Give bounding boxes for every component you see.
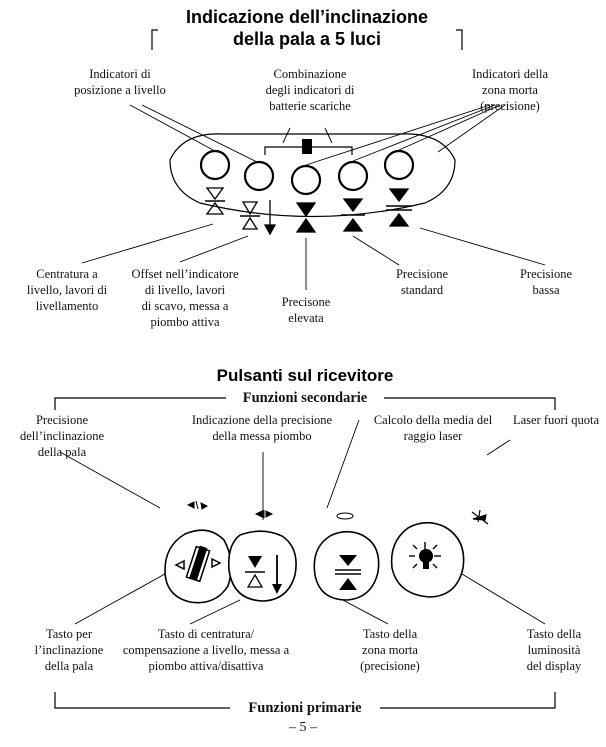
label-on-grade: Centratura a livello, lavori di livellam…: [26, 267, 108, 313]
led-2: [243, 160, 275, 192]
led-symbol-2: [240, 200, 277, 236]
label-plumb-precision: Indicazione della precisione della messa…: [191, 413, 333, 443]
blade-slope-key[interactable]: [164, 529, 232, 604]
label-level-indicators: Indicatori di posizione a livello: [74, 67, 166, 97]
section-title-buttons: Pulsanti sul ricevitore: [216, 366, 394, 385]
slope-small-icon: [186, 500, 209, 510]
led-4: [337, 160, 369, 192]
label-deadband-key: Tasto della zona morta (precisione): [360, 627, 420, 673]
diagram-title-line1: Indicazione dell’inclinazione: [185, 7, 429, 27]
label-offset: Offset nell’indicatore di livello, lavor…: [131, 267, 239, 329]
deadband-key[interactable]: [313, 530, 380, 601]
label-blade-slope-key: Tasto per l’inclinazione della pala: [34, 627, 104, 673]
label-out-of-beam: Laser fuori quota: [512, 413, 600, 427]
secondary-functions-label: Funzioni secondarie: [226, 388, 384, 408]
diagram-title: Indicazione dell’inclinazione della pala…: [158, 6, 456, 50]
label-fine: Precisone elevata: [281, 295, 331, 325]
led-symbol-4: [341, 198, 365, 232]
led-symbol-1: [205, 187, 225, 215]
led-1: [199, 149, 231, 181]
led-5: [383, 149, 415, 181]
plumb-small-icon: [254, 510, 274, 518]
label-deadband-indicators: Indicatori della zona morta (precisione): [471, 67, 548, 113]
led-symbol-3: [295, 202, 317, 233]
label-low-battery: Combinazione degli indicatori di batteri…: [265, 67, 355, 113]
average-small-icon: [336, 512, 354, 520]
centering-key[interactable]: [227, 530, 297, 602]
led-3: [290, 164, 322, 196]
label-centering-key: Tasto di centratura/ compensazione a liv…: [122, 627, 290, 673]
out-of-beam-small-icon: [471, 509, 489, 525]
label-coarse: Precisione bassa: [519, 267, 573, 297]
label-brightness-key: Tasto della luminosità del display: [526, 627, 582, 673]
diagram-title-line2: della pala a 5 luci: [232, 29, 382, 49]
label-blade-slope-precision: Precisione dell’inclinazione della pala: [20, 413, 104, 459]
page-number: – 5 –: [289, 720, 317, 735]
label-standard: Precisione standard: [395, 267, 449, 297]
primary-functions-label: Funzioni primarie: [230, 698, 380, 718]
led-display-body: [169, 133, 456, 218]
battery-icon: [302, 139, 312, 154]
led-symbol-5: [386, 188, 412, 227]
brightness-key[interactable]: [390, 521, 465, 598]
label-beam-averaging: Calcolo della media del raggio laser: [373, 413, 493, 443]
